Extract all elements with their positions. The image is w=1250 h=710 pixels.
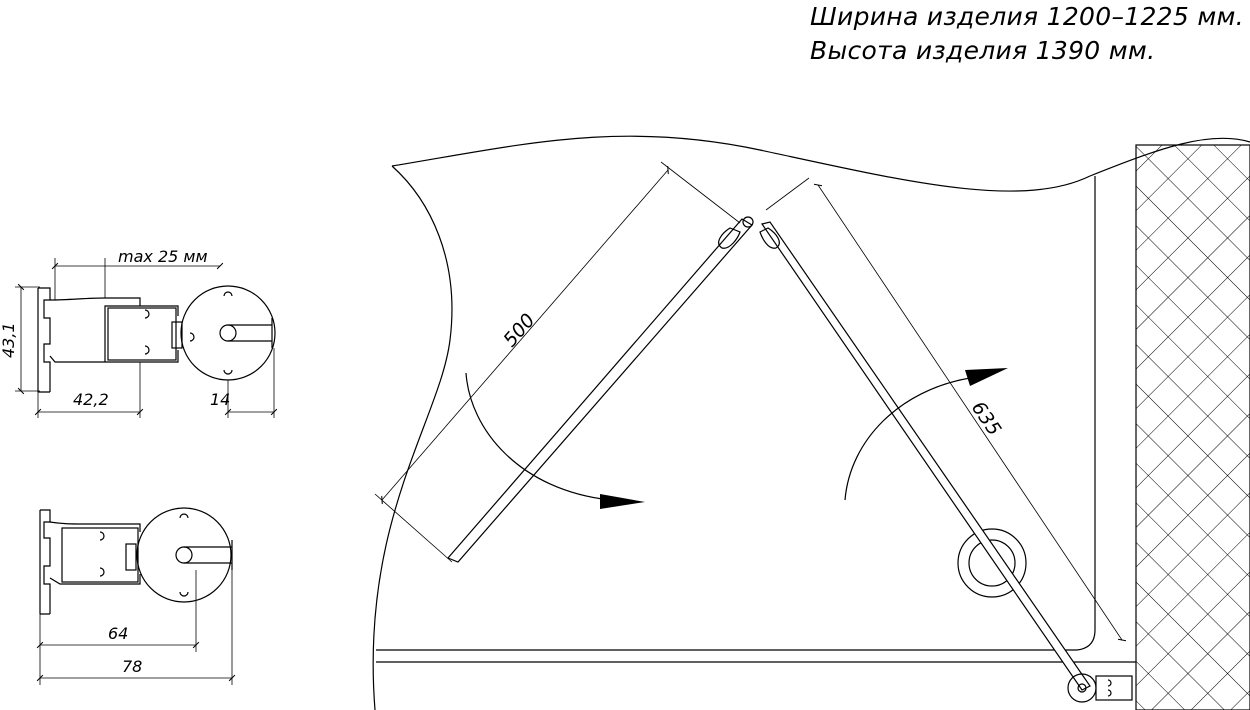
top-profile-hinge-circle — [180, 285, 276, 381]
glass-panel-right — [761, 221, 1091, 691]
bottom-profile-insert — [125, 543, 137, 571]
right-swing-arrowhead — [965, 368, 1008, 386]
top-profile-frame — [49, 297, 179, 363]
right-swing-arc — [844, 377, 971, 501]
top-profile-wall-bracket — [37, 287, 51, 393]
product-width-note: Ширина изделия 1200–1225 мм. — [810, 2, 1244, 31]
bottom-profile-hinge-screws — [179, 513, 189, 597]
glass-panel-left — [446, 218, 753, 563]
top-profile-channel — [107, 307, 177, 361]
bottom-profile-detail: 64 78 — [36, 507, 236, 685]
bottom-profile-channel — [61, 527, 139, 583]
top-profile-insert — [171, 321, 183, 349]
left-hinge-clamp — [718, 227, 741, 249]
height-dimension-label: 43,1 — [0, 322, 18, 358]
left-panel-dimension-line — [381, 165, 669, 505]
bath-plan-view: 500 635 — [372, 135, 1250, 710]
right-panel-dimension-line — [813, 183, 1127, 642]
wall-profile — [1095, 675, 1133, 701]
right-panel-ext-top — [765, 177, 810, 211]
product-height-note: Высота изделия 1390 мм. — [810, 36, 1156, 65]
bath-outline — [372, 135, 1250, 710]
right-hinge-clamp — [759, 227, 780, 249]
left-panel-ext-bottom — [374, 493, 453, 563]
total-dimension-label: 78 — [122, 657, 142, 676]
wall-profile-screws — [1107, 679, 1112, 697]
width-dimension-label: 42,2 — [73, 390, 109, 409]
bottom-profile-hinge-axis — [175, 546, 193, 564]
center-hinge — [742, 216, 754, 228]
inner-dimension-label: 64 — [108, 624, 128, 643]
offset-dimension-label: 14 — [210, 390, 230, 409]
left-swing-arrowhead — [600, 494, 645, 509]
bottom-profile-wall-bracket — [39, 509, 51, 615]
left-swing-arc — [465, 372, 611, 501]
left-panel-ext-top — [660, 161, 741, 224]
bottom-profile-frame — [49, 521, 141, 585]
top-profile-detail: max 25 мм 43,1 42,2 14 — [0, 247, 278, 418]
top-profile-screws — [144, 309, 150, 355]
right-panel-length-label: 635 — [967, 397, 1006, 439]
bottom-profile-screws — [99, 531, 105, 577]
bottom-profile-hinge-circle — [136, 507, 232, 603]
top-profile-hinge-screws — [189, 291, 233, 375]
top-profile-hinge-axis — [219, 324, 237, 342]
max-dimension-label: max 25 мм — [118, 247, 208, 266]
left-panel-length-label: 500 — [499, 309, 539, 351]
wall-hatch — [1135, 144, 1250, 710]
bottom-profile-hinge-slot — [184, 540, 233, 570]
wall-hinge-axis — [1077, 683, 1087, 693]
top-profile-hinge-slot — [228, 318, 273, 348]
